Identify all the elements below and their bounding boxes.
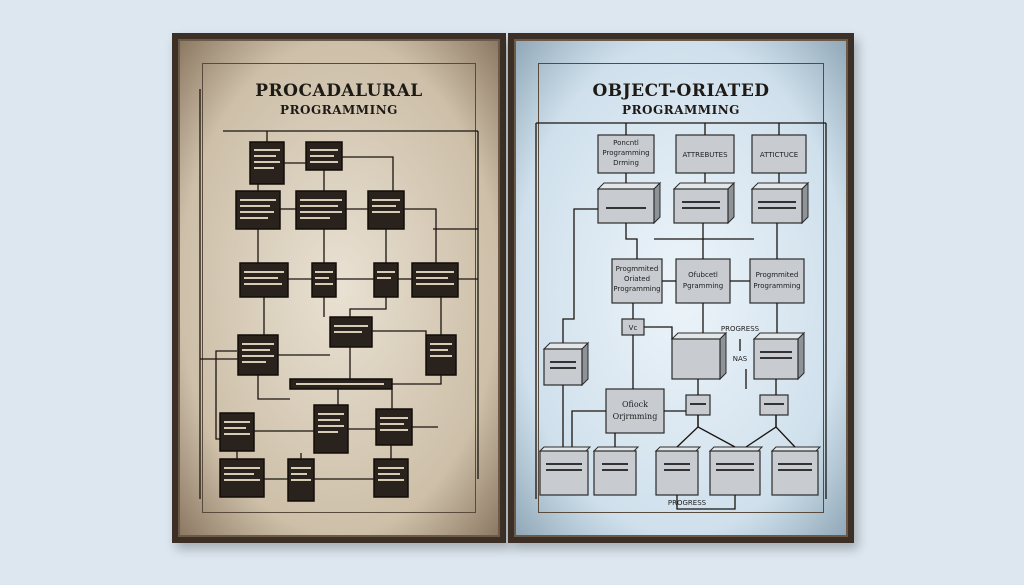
oop-block — [770, 446, 822, 496]
oop-top1-line2: Programming — [602, 149, 649, 157]
oop-mid3-line1: Progmmited — [756, 271, 799, 279]
oop-mid1-line2: Oriated — [624, 275, 650, 283]
oop-mid2-line2: Pgramming — [683, 282, 723, 290]
oop-block — [654, 446, 702, 496]
oop-connectors — [562, 123, 796, 510]
oop-inner-border — [538, 63, 824, 513]
oop-side-label1: PROGRESS — [721, 325, 760, 333]
procedural-title-line2: PROGRAMMING — [280, 103, 398, 117]
oop-bottom-label: PROGRESS — [668, 499, 707, 507]
oop-block — [708, 446, 764, 496]
proc-box — [367, 190, 405, 230]
oop-block — [752, 331, 806, 381]
oop-progmmited-box-2 — [749, 258, 805, 304]
oop-obj-line1: Ofiock — [622, 400, 648, 409]
oop-top1-line3: Drming — [613, 159, 639, 167]
oop-panel: OBJECT-ORIATED PROGRAMMING Poncntl Progr… — [508, 33, 854, 543]
oop-progmmited-box — [611, 258, 663, 304]
proc-box — [373, 262, 399, 298]
proc-box — [219, 458, 265, 498]
oop-block — [592, 446, 640, 496]
oop-ofubcetl-box — [675, 258, 731, 304]
proc-box — [295, 190, 347, 230]
oop-top3-label: ATTICTUCE — [760, 151, 798, 159]
oop-attributes-box — [675, 134, 735, 174]
oop-vc-label: Vc — [629, 324, 638, 332]
oop-title-line1: OBJECT-ORIATED — [592, 81, 770, 101]
oop-title-line2: PROGRAMMING — [622, 103, 740, 117]
proc-box — [311, 262, 337, 298]
proc-box — [235, 190, 281, 230]
oop-mid1-line3: Programming — [613, 285, 660, 293]
oop-mid2-line1: Ofubcetl — [688, 271, 718, 279]
oop-block — [596, 181, 662, 225]
proc-box — [239, 262, 289, 298]
proc-box — [411, 262, 459, 298]
oop-flowchart: Poncntl Programming Drming ATTREBUTES AT… — [535, 122, 827, 510]
oop-obj-line2: Orjrmming — [613, 412, 658, 421]
oop-side-label2: NAS — [733, 355, 748, 363]
oop-top1-line1: Poncntl — [613, 139, 639, 147]
procedural-panel: PROCADALURAL PROGRAMMING — [172, 33, 506, 543]
procedural-inner-border — [202, 63, 476, 513]
oop-block — [538, 446, 592, 496]
oop-mid3-line2: Programming — [753, 282, 800, 290]
oop-block — [672, 181, 736, 225]
proc-connectors — [200, 131, 478, 480]
oop-top2-label: ATTREBUTES — [682, 151, 728, 159]
oop-object-box — [605, 388, 665, 434]
proc-box — [375, 408, 413, 446]
procedural-flowchart — [199, 89, 479, 502]
proc-box — [373, 458, 409, 498]
proc-box — [313, 404, 349, 454]
proc-box-text — [224, 149, 454, 481]
oop-block — [750, 181, 810, 225]
oop-mid1-line1: Progmmited — [616, 265, 659, 273]
oop-block — [542, 341, 590, 387]
proc-box — [219, 412, 255, 452]
procedural-title-line1: PROCADALURAL — [255, 81, 423, 101]
oop-block — [670, 331, 728, 381]
